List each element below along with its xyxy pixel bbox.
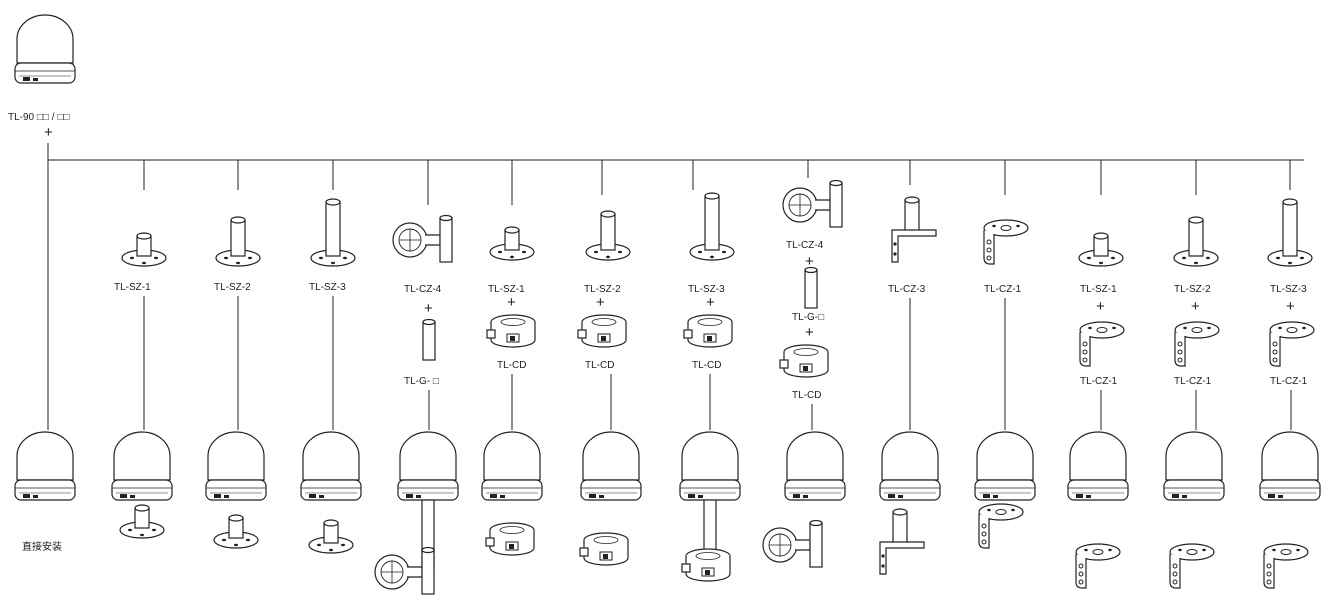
clamp-cz4-col5 [392,214,453,263]
lamp-col3 [205,431,267,501]
box-cd-col9 [779,344,829,378]
plus-col12: + [1096,298,1105,315]
stand-under-col4 [308,519,354,554]
bracket-under-col14 [1263,543,1309,589]
plus-col8: + [706,294,715,311]
label-sz1-col2: TL-SZ-1 [114,282,151,293]
label-cz1-col13: TL-CZ-1 [1174,376,1212,387]
box-under-col6 [485,522,535,556]
lamp-col2 [111,431,173,501]
stand-sz3-col14 [1267,198,1313,267]
lamp-col14 [1259,431,1321,501]
label-cd-col7: TL-CD [585,360,614,371]
stand-sz2-col7 [585,210,631,261]
label-direct: 直接安装 [22,540,62,553]
stand-sz3-col4 [310,198,356,267]
label-sz2-col3: TL-SZ-2 [214,282,251,293]
stand-sz2-col13 [1173,216,1219,267]
lamp-col1 [14,431,76,501]
box-cd-col6 [486,314,536,348]
plus-col9: + [805,253,814,270]
label-g-col9: TL-G-□ [792,312,824,323]
plus-col6: + [507,294,516,311]
lamp-col10 [879,431,941,501]
bracket-cz1-col13 [1174,321,1220,367]
lamp-col4 [300,431,362,501]
label-cz4-col5: TL-CZ-4 [404,284,442,295]
label-sz3-col14: TL-SZ-3 [1270,284,1307,295]
label-sz2-col13: TL-SZ-2 [1174,284,1211,295]
label-sz3-col4: TL-SZ-3 [309,282,346,293]
plus-col5: + [424,300,433,317]
label-sz1-col12: TL-SZ-1 [1080,284,1117,295]
label-cd-col9: TL-CD [792,390,821,401]
stand-sz3-col8 [689,192,735,261]
bracket-cz1-col14 [1269,321,1315,367]
bracket-under-col12 [1075,543,1121,589]
wall-bracket-under-col10 [879,508,925,575]
label-sz3-col8: TL-SZ-3 [688,284,725,295]
label-cz1-col12: TL-CZ-1 [1080,376,1118,387]
lamp-col12 [1067,431,1129,501]
lamp-col8 [679,431,741,501]
pole-col9 [804,266,818,309]
stand-sz1-col2 [121,232,167,267]
label-sz2-col7: TL-SZ-2 [584,284,621,295]
label-cd-col8: TL-CD [692,360,721,371]
stand-sz2-col3 [215,216,261,267]
top-plus: + [44,124,53,141]
clamp-under-col9 [762,519,823,568]
lamp-col9 [784,431,846,501]
lamp-col5 [397,431,459,501]
box-cd-col7 [577,314,627,348]
label-cz1-col14: TL-CZ-1 [1270,376,1308,387]
stand-sz1-col12 [1078,232,1124,267]
label-cd-col6: TL-CD [497,360,526,371]
bracket-under-col13 [1169,543,1215,589]
label-cz4-col9: TL-CZ-4 [786,240,824,251]
lamp-col11 [974,431,1036,501]
plus-col7: + [596,294,605,311]
box-cd-col8 [683,314,733,348]
box-under-col7 [579,532,629,566]
bracket-cz1-col12 [1079,321,1125,367]
clamp-under-col5 [374,546,435,595]
label-sz1-col6: TL-SZ-1 [488,284,525,295]
pole-col5 [422,318,436,361]
label-g-col5: TL-G- □ [404,376,439,387]
bracket-cz1-col11 [983,219,1029,265]
box-under-col8 [681,548,731,582]
stand-under-col3 [213,514,259,549]
top-lamp [14,14,76,84]
label-cz1-col11: TL-CZ-1 [984,284,1022,295]
wall-bracket-cz3-col10 [891,196,937,263]
plus2-col9: + [805,324,814,341]
stand-sz1-col6 [489,226,535,261]
lamp-col13 [1163,431,1225,501]
bracket-under-col11 [978,503,1024,549]
stand-under-col2 [119,504,165,539]
top-model-label: TL-90 □□ / □□ [8,112,69,123]
label-cz3-col10: TL-CZ-3 [888,284,926,295]
lamp-col7 [580,431,642,501]
lamp-col6 [481,431,543,501]
clamp-cz4-col9 [782,179,843,228]
plus-col13: + [1191,298,1200,315]
plus-col14: + [1286,298,1295,315]
